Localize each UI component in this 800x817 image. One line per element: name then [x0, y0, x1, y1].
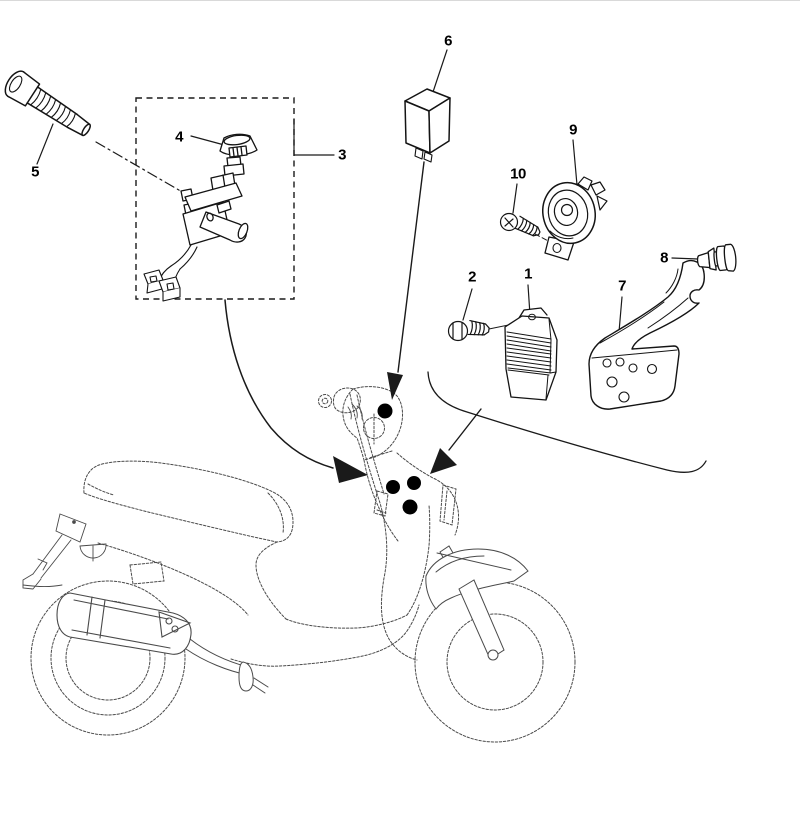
- leader-2: [462, 288, 473, 321]
- mounting-dots: [377, 403, 421, 515]
- callout-9: 9: [569, 121, 577, 139]
- leg-shield: [349, 393, 418, 661]
- mount-dot: [402, 499, 418, 515]
- arrow-switchbox-to-frame: [224, 299, 368, 483]
- mount-dot: [407, 476, 421, 490]
- location-arrows: [224, 161, 707, 483]
- callout-1: 1: [524, 265, 532, 283]
- leader-6: [431, 49, 448, 96]
- callout-7: 7: [618, 277, 626, 295]
- mount-dot: [386, 480, 400, 494]
- leader-5: [36, 123, 54, 165]
- scooter-illustration: [22, 386, 576, 743]
- ignition-key-cap: [219, 133, 258, 158]
- mount-dot: [377, 403, 393, 419]
- part-ignition-switch-assembly: [143, 133, 258, 302]
- front-fork: [425, 545, 529, 661]
- parts: [4, 70, 737, 410]
- arrow-relay-to-frame: [387, 161, 425, 400]
- muffler: [56, 592, 192, 655]
- front-fender: [425, 548, 529, 610]
- leader-10: [512, 183, 518, 214]
- callout-2: 2: [468, 268, 476, 286]
- switch-wiring: [143, 244, 198, 302]
- callout-10: 10: [510, 165, 526, 183]
- leader-7: [618, 296, 623, 333]
- part-bracket: [588, 259, 705, 410]
- callout-4: 4: [175, 128, 183, 146]
- leader-8: [671, 257, 699, 260]
- front-wheel: [414, 581, 576, 743]
- body-panels: [97, 504, 431, 667]
- exhaust-pipe: [185, 638, 269, 694]
- bracket-holes: [602, 357, 658, 403]
- callout-6: 6: [444, 32, 452, 50]
- arrow-parts-to-frame: [430, 408, 482, 474]
- callout-5: 5: [31, 163, 39, 181]
- part-bolt-5: [4, 70, 91, 137]
- seat: [83, 460, 294, 543]
- parts-group-swoosh: [427, 371, 707, 473]
- callout-8: 8: [660, 249, 668, 267]
- seat-latch: [79, 543, 107, 562]
- part-horn: [542, 176, 608, 261]
- leader-9: [572, 139, 578, 186]
- callout-leader-lines: [36, 49, 699, 333]
- part-grommet: [696, 243, 737, 272]
- part-screw-10: [499, 212, 541, 237]
- part-rectifier: [504, 307, 558, 401]
- switch-assembly-dashed-box: [135, 97, 295, 300]
- part-bolt-2: [447, 319, 490, 342]
- leader-bolt5-axis: [95, 141, 185, 194]
- leader-3: [293, 118, 335, 156]
- cooling-fins: [506, 331, 552, 374]
- rear-rack: [22, 513, 87, 590]
- part-relay: [404, 88, 451, 163]
- callout-3: 3: [338, 146, 346, 164]
